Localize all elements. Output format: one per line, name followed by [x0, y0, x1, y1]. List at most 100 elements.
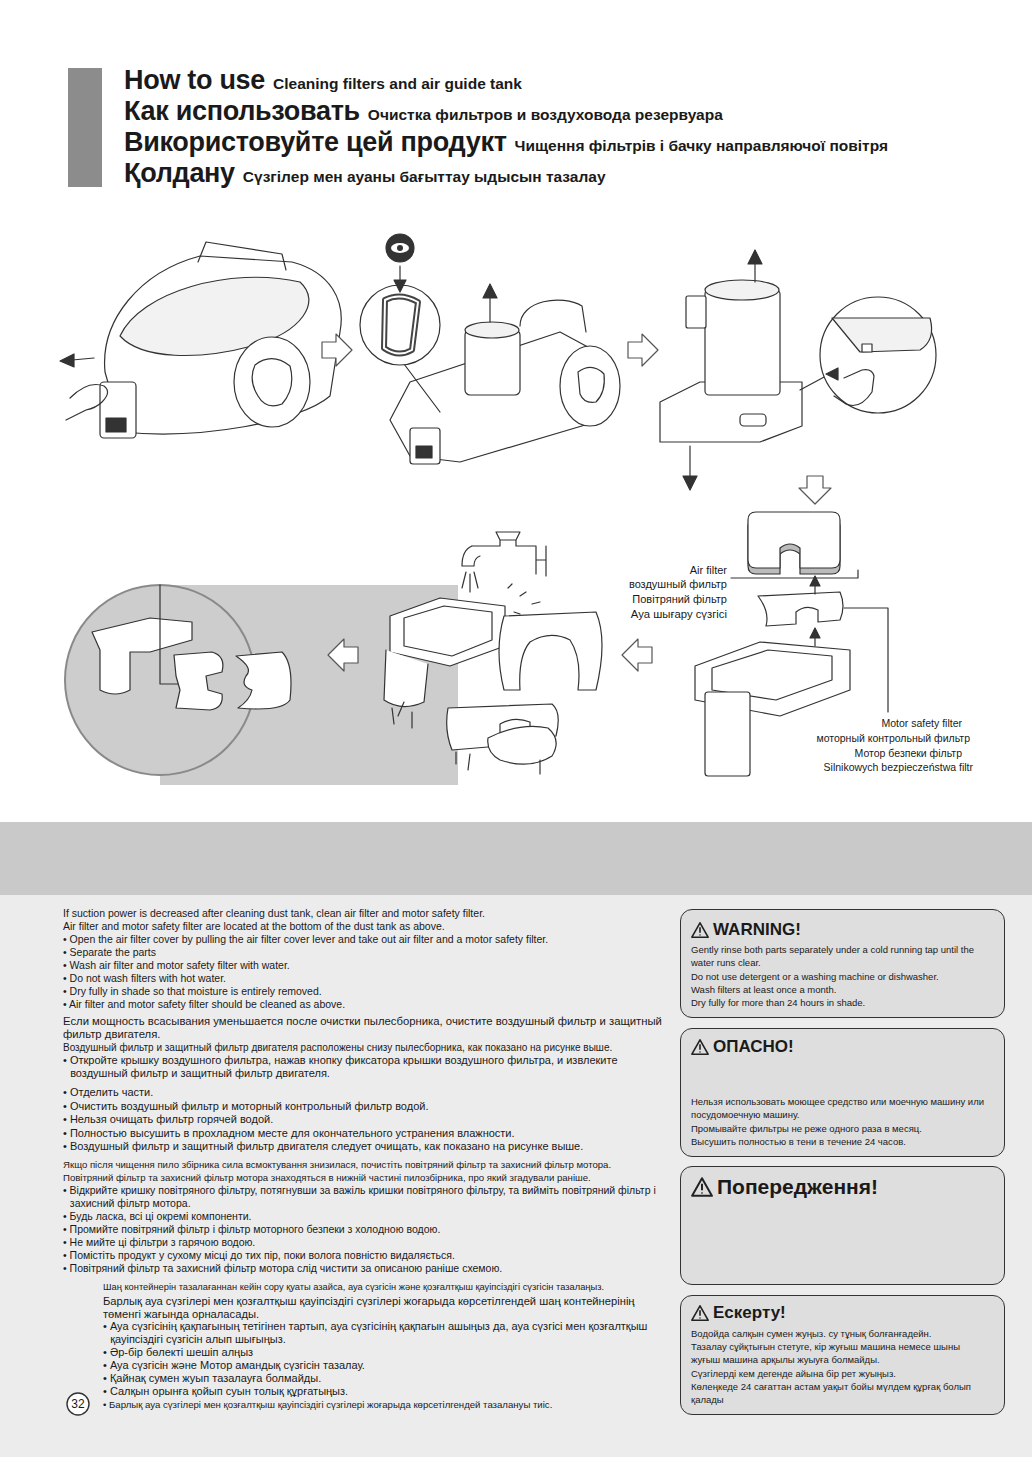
warning-text: Сүзгілерді кем дегенде айына бір рет жуы…	[691, 1367, 986, 1380]
heading-text: Как использовать	[124, 95, 360, 127]
body-text: • Нельзя очищать фильтр горячей водой.	[63, 1113, 673, 1126]
body-text: • Air filter and motor safety filter sho…	[63, 998, 673, 1011]
dust-tank	[740, 414, 766, 426]
vacuum-opened	[578, 367, 604, 402]
warning-box: WARNING!Gently rinse both parts separate…	[680, 909, 1005, 1018]
vacuum-cleaner	[100, 382, 136, 438]
body-text: Барлық ауа сүзгілері мен қозғалтқыш қауі…	[103, 1295, 655, 1320]
body-text: • Відкрийте кришку повітряного фільтру, …	[63, 1184, 668, 1209]
washing-scene	[384, 650, 428, 707]
dust-tank	[800, 376, 826, 390]
filters-exploded	[705, 692, 750, 776]
warning-text: Dry fully for more than 24 hours in shad…	[691, 996, 986, 1009]
vacuum-opened	[465, 322, 519, 338]
washing-scene	[472, 532, 546, 576]
detail-inset	[236, 652, 291, 709]
body-text: Если мощность всасывания уменьшается пос…	[63, 1015, 668, 1041]
body-text: Якщо після чищення пило збірника сила вс…	[63, 1158, 673, 1171]
heading-row: Використовуйте цей продуктЧищення фільтр…	[124, 126, 888, 158]
part-label: воздушный фильтр	[527, 577, 727, 591]
vacuum-cleaner	[60, 354, 74, 367]
vacuum-opened	[560, 346, 620, 426]
warning-triangle	[691, 921, 709, 939]
warning-text: Тазалау сұйқтығын стетуге, кір жуғыш маш…	[691, 1340, 986, 1366]
dust-tank	[660, 250, 936, 490]
washing-scene	[392, 702, 412, 728]
warning-text: Нельзя использовать моющее средство или …	[691, 1095, 986, 1122]
warning-box: ОПАСНО! Нельзя использовать моющее средст…	[680, 1028, 1005, 1157]
body-text: • Воздушный фильтр и защитный фильтр дви…	[63, 1140, 673, 1153]
background-bands	[0, 895, 1032, 1457]
vacuum-cleaner	[198, 242, 286, 270]
dust-tank	[686, 296, 706, 328]
vacuum-cleaner	[72, 358, 94, 360]
dust-tank	[826, 368, 838, 380]
part-label: Silnikowych bezpieczeństwa filtr	[763, 760, 973, 774]
vacuum-opened	[465, 330, 520, 395]
warning-triangle	[692, 1178, 712, 1196]
washing-scene	[499, 612, 602, 690]
eye-icon	[394, 280, 406, 292]
background-bands	[0, 68, 1032, 1457]
dust-tank	[832, 318, 932, 352]
washing-scene	[390, 598, 505, 666]
washing-scene	[384, 532, 602, 774]
body-text: • Салқын орынға қойып суын толық құрғаты…	[103, 1385, 663, 1398]
dust-tank	[683, 476, 697, 490]
body-text: Повітряний фільтр та захисний фільтр мот…	[63, 1171, 673, 1184]
part-label: Air filter	[527, 563, 727, 577]
vacuum-opened	[384, 296, 418, 353]
dust-tank	[705, 290, 780, 395]
heading-text: How to use	[124, 64, 265, 96]
filters-exploded	[844, 608, 888, 712]
warning-heading: ОПАСНО!	[713, 1036, 794, 1058]
dust-tank	[834, 370, 874, 406]
background-bands	[68, 68, 102, 187]
warning-body: Водойда салқын сумен жуңыз. су тұнық бол…	[691, 1327, 986, 1406]
heading-row: How to useCleaning filters and air guide…	[124, 64, 522, 96]
body-text: • Барлық ауа сүзгілері мен қозғалтқыш қа…	[103, 1398, 663, 1411]
vacuum-cleaner	[234, 337, 310, 427]
dust-tank	[705, 280, 779, 300]
dust-tank	[748, 250, 762, 264]
body-text: • Do not wash filters with hot water.	[63, 972, 673, 985]
warning-text: Do not use detergent or a washing machin…	[691, 970, 986, 983]
vacuum-opened	[360, 285, 440, 365]
block-arrows	[628, 334, 658, 366]
washing-scene	[462, 546, 480, 566]
warning-heading: WARNING!	[713, 919, 801, 941]
vacuum-opened	[360, 284, 620, 464]
body-text: Air filter and motor safety filter are l…	[63, 920, 673, 933]
washing-scene	[404, 606, 492, 656]
warning-text: Водойда салқын сумен жуңыз. су тұнық бол…	[691, 1327, 986, 1340]
vacuum-cleaner	[60, 242, 341, 438]
vacuum-cleaner	[105, 256, 342, 434]
subheading-text: Очистка фильтров и воздуховода резервуар…	[368, 105, 723, 125]
vacuum-opened	[489, 296, 490, 322]
block-arrows	[799, 476, 831, 504]
vacuum-cleaner	[106, 418, 126, 432]
heading-text: Қолдану	[124, 157, 235, 189]
warning-text: Көлеңкеде 24 сағаттан астам уақыт бойы м…	[691, 1380, 986, 1406]
warning-text: Высушить полностью в тени в течение 24 ч…	[691, 1135, 986, 1148]
body-text: • Будь ласка, всі ці окремі компоненти.	[63, 1210, 673, 1223]
block-arrows	[622, 639, 652, 671]
block-arrows	[322, 334, 352, 366]
body-text: • Полностью высушить в прохладном месте …	[63, 1127, 673, 1140]
part-label: Повітряний фільтр	[527, 592, 727, 606]
body-text: • Open the air filter cover by pulling t…	[63, 933, 673, 946]
vacuum-cleaner	[252, 359, 292, 406]
block-arrows	[328, 639, 358, 671]
body-text: • Ауа сүзгісін және Мотор амандық сүзгіс…	[103, 1359, 663, 1372]
warning-text: Gently rinse both parts separately under…	[691, 943, 986, 970]
washing-scene	[456, 752, 540, 774]
warning-heading: Ескерту!	[713, 1302, 786, 1324]
body-text: Воздушный фильтр и защитный фильтр двига…	[63, 1041, 673, 1054]
filters-exploded	[731, 570, 858, 578]
dust-tank	[754, 262, 755, 282]
body-text: • Separate the parts	[63, 946, 673, 959]
vacuum-opened	[483, 284, 497, 298]
vacuum-opened	[410, 428, 440, 464]
heading-text: Використовуйте цей продукт	[124, 126, 507, 158]
vacuum-opened	[520, 300, 586, 332]
